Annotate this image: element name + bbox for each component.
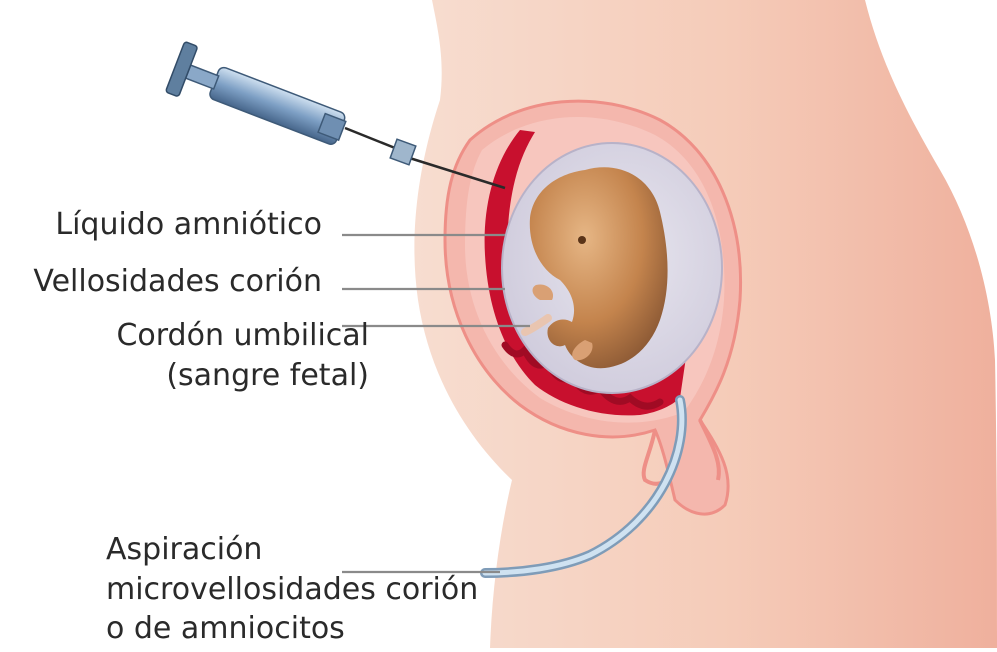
label-umbilical-cord: Cordón umbilical bbox=[116, 318, 369, 354]
label-umbilical-cord-fetal-blood: (sangre fetal) bbox=[166, 358, 369, 394]
fetus-icon bbox=[530, 167, 668, 368]
label-aspiration-amniocytes: o de amniocitos bbox=[106, 611, 345, 647]
label-aspiration: Aspiración bbox=[106, 532, 262, 568]
label-aspiration-villi: microvellosidades corión bbox=[106, 572, 478, 608]
label-amniotic-fluid: Líquido amniótico bbox=[55, 207, 322, 243]
label-chorionic-villi: Vellosidades corión bbox=[33, 264, 322, 300]
